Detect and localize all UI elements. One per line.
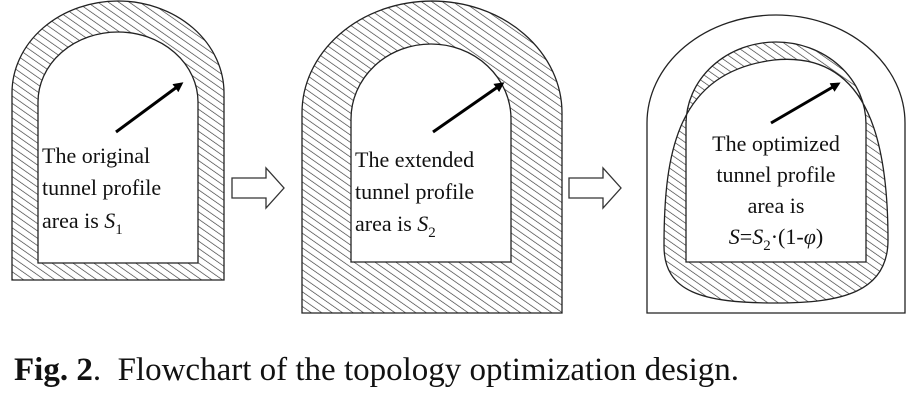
- figure-caption: Fig. 2. Flowchart of the topology optimi…: [14, 352, 739, 389]
- original-radius-arrow: [115, 82, 184, 134]
- extended-lining: [301, 0, 563, 314]
- optimized-radius-arrow: [770, 82, 841, 125]
- original-label-line1: The original: [42, 143, 150, 168]
- original-label-line2: tunnel profile: [42, 175, 161, 200]
- original-label-line3: area is S1: [42, 208, 123, 238]
- extended-profile: The extended tunnel profile area is S2: [301, 0, 563, 314]
- flow-arrow-2: [568, 166, 622, 210]
- extended-radius-arrow: [432, 82, 505, 134]
- optimized-label-line3: area is: [748, 193, 805, 218]
- original-lining: [11, 0, 225, 281]
- figure-caption-separator: .: [92, 352, 102, 388]
- optimized-label-line2: tunnel profile: [716, 162, 835, 187]
- figure-caption-label: Fig. 2: [14, 352, 93, 388]
- optimized-formula: S=S2·(1-φ): [729, 224, 823, 254]
- optimized-lining: [663, 41, 889, 304]
- extended-label-line1: The extended: [355, 147, 474, 172]
- optimized-profile: The optimized tunnel profile area is S=S…: [646, 14, 906, 314]
- original-profile: The original tunnel profile area is S1: [11, 0, 225, 281]
- flow-arrow-1: [231, 166, 285, 210]
- optimized-label-line1: The optimized: [712, 131, 840, 156]
- flowchart-figure: The original tunnel profile area is S1 T…: [11, 0, 906, 314]
- figure-caption-text: Flowchart of the topology optimization d…: [117, 352, 739, 388]
- extended-label-line3: area is S2: [355, 211, 436, 241]
- extended-label-line2: tunnel profile: [355, 179, 474, 204]
